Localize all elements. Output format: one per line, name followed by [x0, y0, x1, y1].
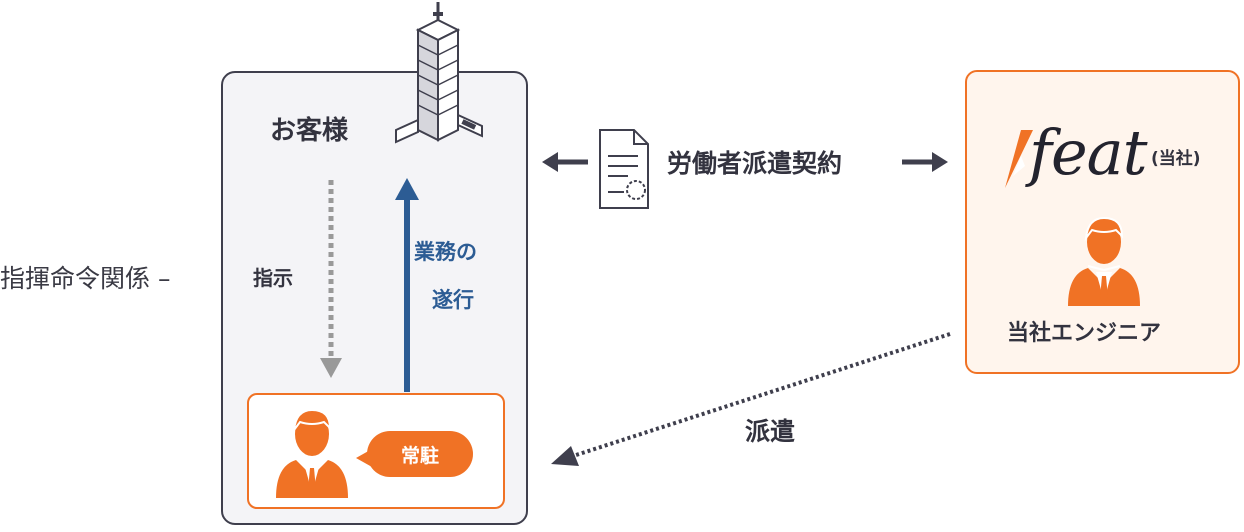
brand-logo-text: feat [1029, 116, 1148, 189]
dispatch-label: 派遣 [745, 417, 796, 446]
work-label-line1: 業務の [414, 240, 477, 264]
contract-arrow-right [902, 152, 948, 172]
instruction-label: 指示 [253, 266, 293, 290]
work-execution-arrow [395, 178, 419, 392]
dispatch-arrow [551, 332, 951, 466]
company-engineer-label: 当社エンジニア [1007, 321, 1162, 346]
contract-document-icon [599, 129, 649, 209]
feat-logo-mark-icon [1005, 130, 1033, 188]
work-label-line2: 遂行 [432, 288, 474, 312]
company-engineer-icon [1068, 216, 1140, 306]
command-relation-label: 指揮命令関係 – [0, 264, 171, 293]
client-label: お客様 [270, 116, 349, 146]
office-building-icon [395, 2, 483, 144]
contract-label: 労働者派遣契約 [667, 149, 843, 178]
our-company-label: (当社) [1151, 149, 1201, 169]
engineer-icon [276, 408, 348, 498]
contract-arrow-left [542, 152, 588, 172]
instruction-arrow [320, 180, 342, 378]
resident-badge: 常駐 [367, 431, 473, 477]
